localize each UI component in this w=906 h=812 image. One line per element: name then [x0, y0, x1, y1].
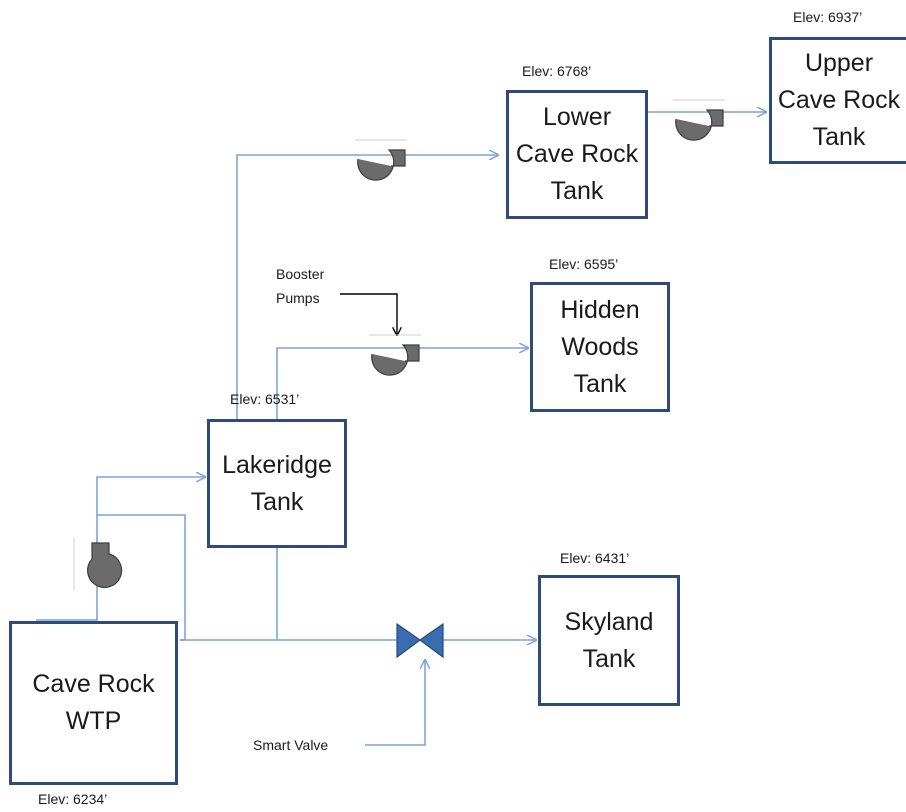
elevation-lower-cave-rock: Elev: 6768’ [522, 63, 592, 79]
butterfly-valve-icon [396, 622, 444, 659]
smart-valve-note: Smart Valve [253, 737, 329, 753]
tank-skyland: Skyland Tank [538, 575, 680, 706]
pipe-lakeridge-to-lower-cave-rock [236, 155, 498, 420]
booster-pumps-pointer [340, 293, 397, 335]
pipe-wtp-to-lakeridge [96, 477, 205, 515]
booster-pumps-note: Booster Pumps [276, 266, 325, 306]
elevation-hidden-woods: Elev: 6595’ [549, 256, 619, 272]
pipe-lakeridge-to-hidden-woods [276, 348, 528, 420]
elevation-cave-rock-wtp: Elev: 6234’ [38, 791, 108, 807]
elevation-upper-cave-rock: Elev: 6937’ [793, 9, 863, 25]
pipes [36, 112, 766, 746]
elevation-lakeridge: Elev: 6531’ [230, 391, 300, 407]
centrifugal-pump-icon [355, 139, 407, 181]
cave-rock-wtp-label: Cave Rock WTP [32, 670, 155, 735]
tank-lower-cave-rock: Lower Cave Rock Tank [506, 90, 648, 219]
tank-upper-cave-rock-label: Upper Cave Rock Tank [777, 49, 901, 151]
tank-hidden-woods: Hidden Woods Tank [530, 282, 670, 412]
tank-lower-cave-rock-label: Lower Cave Rock Tank [515, 103, 639, 205]
tank-lakeridge-label: Lakeridge Tank [222, 450, 332, 516]
centrifugal-pump-icon [73, 538, 123, 590]
pipe-smart-valve-signal [365, 660, 425, 746]
centrifugal-pump-icon [369, 334, 421, 376]
cave-rock-wtp: Cave Rock WTP [9, 621, 178, 785]
tank-hidden-woods-label: Hidden Woods Tank [560, 295, 640, 398]
centrifugal-pump-icon [673, 99, 725, 141]
elevation-skyland: Elev: 6431’ [560, 550, 630, 566]
tank-upper-cave-rock: Upper Cave Rock Tank [769, 37, 906, 164]
tank-skyland-label: Skyland Tank [564, 607, 654, 673]
tank-lakeridge: Lakeridge Tank [207, 419, 347, 548]
